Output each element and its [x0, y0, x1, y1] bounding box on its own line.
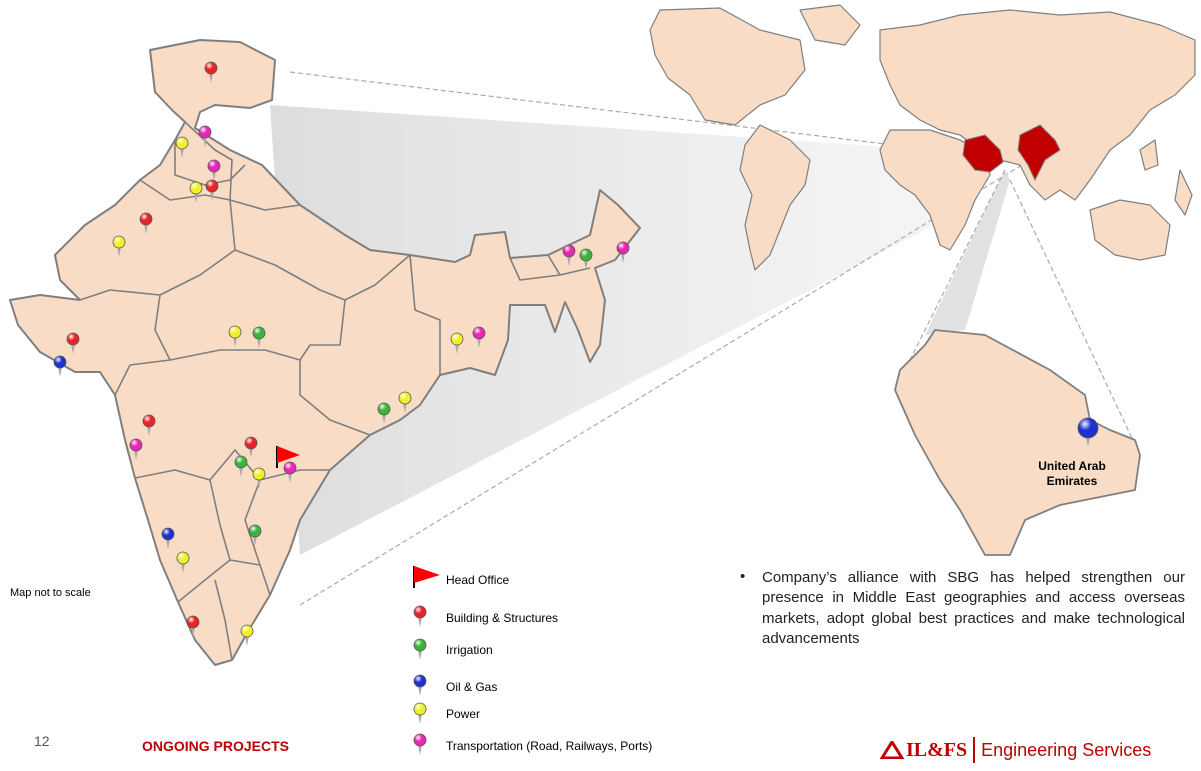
logo-brand: IL&FS	[906, 738, 968, 761]
irrigation-pin-icon	[234, 455, 248, 477]
irrigation-pin-icon	[413, 638, 427, 660]
zoom-line-uae-right	[1009, 179, 1141, 456]
power-pin-icon	[240, 624, 254, 646]
power-pin-icon	[189, 181, 203, 203]
india-map	[9, 39, 641, 666]
legend-label-building: Building & Structures	[446, 611, 559, 625]
legend-label-power: Power	[446, 707, 481, 721]
ilfs-triangle-icon	[880, 741, 905, 759]
uae-label: United Arab Emirates	[1038, 459, 1106, 488]
section-title: ONGOING PROJECTS	[142, 738, 290, 754]
power-pin-icon	[176, 551, 190, 573]
legend-label-transport: Transportation (Road, Railways, Ports)	[446, 739, 653, 753]
transport-pin-icon	[472, 326, 486, 348]
world-highlight-india	[1017, 124, 1061, 182]
transport-pin-icon	[616, 241, 630, 263]
zoom-line-bottom	[299, 159, 1031, 606]
oil_gas-pin-icon	[1077, 417, 1099, 447]
india-state-borders	[79, 121, 591, 661]
ilfs-logo: IL&FS Engineering Services	[880, 737, 1151, 763]
project-markers	[53, 61, 1099, 755]
oil_gas-pin-icon	[53, 355, 67, 377]
power-pin-icon	[413, 702, 427, 724]
legend-label-oil-gas: Oil & Gas	[446, 680, 498, 694]
oil_gas-pin-icon	[161, 527, 175, 549]
alliance-bullet-text: Company’s alliance with SBG has helped s…	[762, 569, 1185, 647]
power-pin-icon	[112, 235, 126, 257]
transport-pin-icon	[207, 159, 221, 181]
zoom-line-top	[289, 71, 936, 151]
transport-pin-icon	[283, 461, 297, 483]
building-pin-icon	[66, 332, 80, 354]
head-office-flag-icon	[276, 446, 300, 468]
power-pin-icon	[228, 325, 242, 347]
alliance-bullet: • Company’s alliance with SBG has helped…	[740, 568, 1185, 649]
power-pin-icon	[398, 391, 412, 413]
transport-pin-icon	[562, 244, 576, 266]
zoom-shade-uae	[925, 170, 1010, 335]
irrigation-pin-icon	[252, 326, 266, 348]
building-pin-icon	[244, 436, 258, 458]
page-number: 12	[34, 733, 50, 749]
saudi-inset-map	[894, 329, 1141, 556]
transport-pin-icon	[198, 125, 212, 147]
legend-label-irrigation: Irrigation	[446, 643, 493, 657]
legend-label-head-office: Head Office	[446, 573, 510, 587]
power-pin-icon	[252, 467, 266, 489]
oil_gas-pin-icon	[413, 674, 427, 696]
building-pin-icon	[205, 179, 219, 201]
transport-pin-icon	[129, 438, 143, 460]
logo-separator	[973, 737, 976, 763]
zoom-line-uae-left	[899, 169, 1006, 381]
irrigation-pin-icon	[248, 524, 262, 546]
power-pin-icon	[450, 332, 464, 354]
building-pin-icon	[139, 212, 153, 234]
transport-pin-icon	[413, 733, 427, 755]
world-map	[649, 4, 1196, 271]
power-pin-icon	[175, 136, 189, 158]
building-pin-icon	[204, 61, 218, 83]
world-highlight-saudi	[962, 134, 1004, 173]
logo-division: Engineering Services	[981, 739, 1152, 760]
irrigation-pin-icon	[579, 248, 593, 270]
legend-head-office-icon	[413, 566, 440, 588]
irrigation-pin-icon	[377, 402, 391, 424]
building-pin-icon	[142, 414, 156, 436]
building-pin-icon	[186, 615, 200, 637]
building-pin-icon	[413, 605, 427, 627]
bullet-icon: •	[740, 568, 746, 585]
map-not-to-scale-note: Map not to scale	[10, 587, 91, 599]
